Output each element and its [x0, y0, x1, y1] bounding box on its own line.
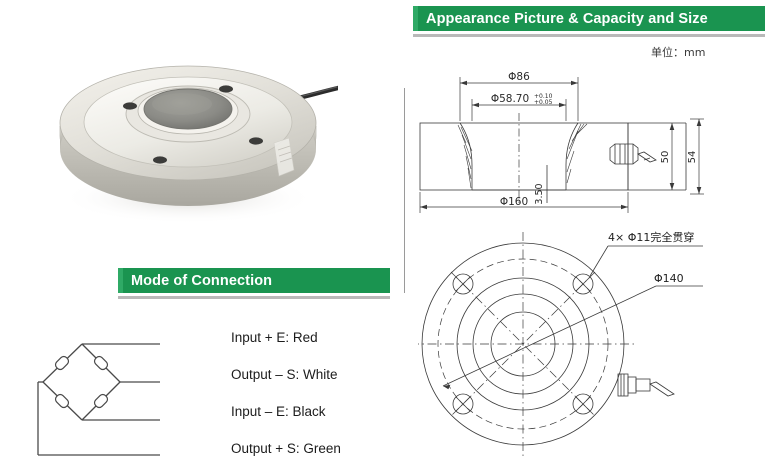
plan-view-drawing: 4× Φ11完全贯穿 Φ140: [418, 226, 768, 472]
dimension-86: [459, 77, 579, 121]
mounting-holes: [452, 273, 594, 415]
section-header-appearance-bar: Appearance Picture & Capacity and Size: [413, 6, 765, 31]
mounting-hole: [452, 273, 474, 295]
unit-note: 单位：mm: [651, 46, 706, 59]
leader-140: [442, 285, 703, 390]
connector-plan-view: [617, 373, 675, 397]
mounting-hole: [572, 273, 594, 295]
section-header-appearance-rule: [413, 34, 765, 37]
mounting-hole: [572, 393, 594, 415]
cross-section-drawing: Φ86 Φ58.70 +0.10 +0.05 Φ160: [414, 55, 764, 220]
wheatstone-bridge-diagram: [20, 322, 210, 472]
dimension-5870-label: Φ58.70: [491, 93, 529, 105]
section-header-connection-rule: [118, 296, 390, 299]
section-header-appearance-title: Appearance Picture & Capacity and Size: [426, 10, 708, 27]
section-header-connection-bar: Mode of Connection: [118, 268, 390, 293]
dimension-5870-tol-upper: +0.10: [534, 93, 553, 100]
label-plate: [273, 137, 295, 177]
bolt-hole: [249, 137, 263, 145]
wiring-list: Input + E: Red Output – S: White Input –…: [231, 330, 406, 456]
dimension-160: [419, 192, 629, 213]
bore-sheen: [152, 93, 212, 115]
strain-gauge: [93, 393, 109, 409]
wiring-item-output-negative: Output – S: White: [231, 367, 338, 382]
dimension-350-label: 3.50: [534, 183, 545, 204]
strain-gauges: [54, 355, 109, 409]
mounting-hole: [452, 393, 474, 415]
annotation-holes-label: 4× Φ11完全贯穿: [608, 230, 694, 244]
dimension-5870: [471, 99, 567, 121]
section-header-appearance: Appearance Picture & Capacity and Size: [413, 6, 765, 37]
dimension-5870-tol-lower: +0.05: [534, 99, 553, 106]
bolt-hole: [219, 85, 233, 93]
section-header-connection: Mode of Connection: [118, 268, 390, 299]
dimension-50: [669, 123, 675, 190]
leader-holes: [589, 245, 703, 277]
dimension-160-label: Φ160: [500, 196, 528, 208]
connector-side-view: [609, 143, 657, 165]
wiring-item-input-negative: Input – E: Black: [231, 404, 326, 419]
center-bore: [143, 88, 233, 130]
wiring-item-input-positive: Input + E: Red: [231, 330, 318, 345]
strain-gauge: [54, 393, 70, 409]
section-header-connection-title: Mode of Connection: [131, 272, 273, 289]
annotation-140-label: Φ140: [654, 272, 684, 285]
bolt-hole: [123, 102, 137, 110]
dimension-86-label: Φ86: [508, 71, 530, 83]
dimension-54: [690, 118, 704, 195]
panel-divider: [404, 88, 405, 293]
wiring-item-output-positive: Output + S: Green: [231, 441, 341, 456]
product-photo: [38, 8, 338, 233]
dimension-50-label: 50: [660, 151, 671, 164]
bolt-hole: [153, 156, 167, 164]
strain-gauge: [54, 355, 70, 371]
dimension-54-label: 54: [687, 151, 698, 164]
strain-gauge: [93, 355, 109, 371]
